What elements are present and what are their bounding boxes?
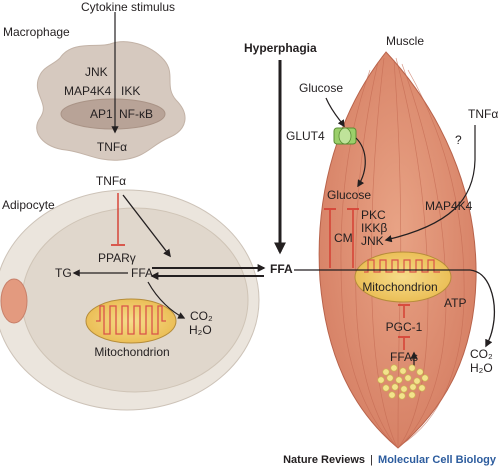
cm-label: CM	[334, 231, 353, 245]
mitochondrion-muscle-cristae	[364, 259, 440, 273]
glucose-outside-label: Glucose	[299, 81, 343, 95]
mitochondrion-adipocyte-cristae	[96, 305, 166, 335]
adipocyte-label: Adipocyte	[2, 198, 55, 212]
pkc-label: PKC	[361, 208, 386, 222]
question-mark-label: ?	[455, 133, 462, 147]
ppar-gamma-label: PPARγ	[98, 251, 136, 265]
cytokine-stimulus-label: Cytokine stimulus	[81, 0, 175, 14]
figure-credit: Nature Reviews | Molecular Cell Biology	[0, 454, 496, 466]
journal-title: Molecular Cell Biology	[378, 454, 496, 466]
map4k4-muscle-label: MAP4K4	[425, 199, 473, 213]
glucose-inside-label: Glucose	[327, 188, 371, 202]
pgc1-label: PGC-1	[386, 320, 423, 334]
ikk-macrophage-label: IKK	[121, 84, 140, 98]
mitochondrion-muscle	[354, 251, 452, 303]
co2-muscle-label: CO₂	[470, 347, 493, 361]
map4k4-macrophage-label: MAP4K4	[64, 84, 112, 98]
journal-name: Nature Reviews	[283, 454, 366, 466]
ffa-to-co2-arrow	[147, 281, 186, 319]
ffa-center-label: FFA	[270, 262, 293, 276]
ap1-label: AP1	[90, 107, 113, 121]
glucose-to-glut4-arrow	[325, 97, 345, 128]
jnk-macrophage-label: JNK	[85, 65, 108, 79]
tnfa-macrophage-label: TNFα	[97, 140, 127, 154]
hyperphagia-label: Hyperphagia	[244, 41, 317, 55]
muscle-label: Muscle	[386, 34, 424, 48]
adipocyte-nucleus	[0, 278, 28, 324]
glut4-label: GLUT4	[286, 129, 325, 143]
tnfa-adipocyte-label: TNFα	[96, 174, 126, 188]
h2o-muscle-label: H₂O	[470, 361, 493, 375]
ikkb-label: IKKβ	[361, 221, 387, 235]
jnk-muscle-label: JNK	[361, 234, 384, 248]
ffa-to-muscle-co2-arrow	[294, 269, 496, 348]
ffa-adipocyte-label: FFA	[131, 266, 153, 280]
tnfa-to-ffa-arrow	[122, 194, 171, 258]
ffa-droplets	[377, 364, 429, 400]
h2o-adipocyte-label: H₂O	[189, 323, 212, 337]
macrophage-label: Macrophage	[3, 25, 70, 39]
tnfa-muscle-label: TNFα	[468, 107, 498, 121]
mitochondrion-muscle-label: Mitochondrion	[362, 280, 437, 294]
credit-separator: |	[370, 454, 373, 466]
glut4-transporter-icon	[333, 127, 357, 145]
mitochondrion-adipocyte-label: Mitochondrion	[94, 345, 169, 359]
nfkb-label: NF-κB	[119, 107, 153, 121]
atp-label: ATP	[444, 296, 466, 310]
tg-label: TG	[55, 266, 72, 280]
tnfa-to-jnk-arrow	[384, 125, 476, 243]
co2-adipocyte-label: CO₂	[190, 309, 213, 323]
mitochondrion-adipocyte	[85, 298, 177, 344]
glut4-to-glucose-arrow	[355, 137, 366, 188]
